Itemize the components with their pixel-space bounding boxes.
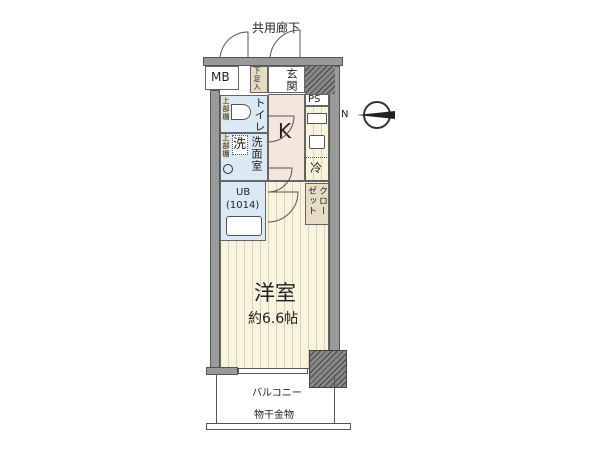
entrance xyxy=(268,66,305,93)
shoe-box xyxy=(250,66,268,93)
toilet-bowl-icon xyxy=(231,104,251,120)
interior-door-swings xyxy=(267,115,299,223)
sink-icon xyxy=(309,135,325,149)
corridor-label: 共用廊下 xyxy=(252,21,301,35)
washer-space xyxy=(232,135,248,155)
balcony-label: バルコニー xyxy=(252,388,302,399)
meter-box xyxy=(205,66,239,90)
bottom-wall xyxy=(206,367,238,375)
window xyxy=(238,368,308,374)
fridge-space xyxy=(305,157,329,181)
closet-label-1: クロー xyxy=(317,186,327,216)
entrance-door-swings xyxy=(219,29,301,61)
left-wall xyxy=(210,90,220,368)
top-wall xyxy=(203,57,343,66)
drain-icon xyxy=(223,164,233,174)
fridge-label: 冷 xyxy=(310,161,323,175)
balcony xyxy=(216,375,335,424)
toilet-label: トイレ xyxy=(253,97,266,133)
ps-label: PS xyxy=(308,94,321,105)
laundry-hanger-label: 物干金物 xyxy=(254,410,294,421)
ub-size-label: (1014) xyxy=(226,200,260,211)
bathtub-icon xyxy=(226,216,262,236)
entrance-label: 玄関 xyxy=(285,68,298,92)
upper-shelf-label: 上部棚 xyxy=(222,97,230,121)
pipe-space xyxy=(305,94,329,106)
western-room-label: 洋室 xyxy=(254,281,296,305)
washer-label: 洗 xyxy=(233,137,247,152)
washroom-label: 洗面室 xyxy=(250,136,263,172)
balcony-rail xyxy=(206,423,351,430)
mb-label: MB xyxy=(211,70,230,84)
upper-shelf-label: 上部棚 xyxy=(222,134,230,158)
kitchen xyxy=(268,94,305,181)
closet-label-2: ゼット xyxy=(306,186,316,216)
room-size-label: 約6.6帖 xyxy=(248,311,299,327)
ub-label: UB xyxy=(236,187,251,198)
north-label: N xyxy=(341,109,349,120)
column xyxy=(309,350,347,388)
shaft xyxy=(305,66,335,94)
shoe-box-label: 下足入 xyxy=(253,67,261,91)
compass-icon xyxy=(357,101,395,129)
closet xyxy=(305,183,329,225)
stove-icon xyxy=(307,113,327,124)
right-wall xyxy=(329,66,340,366)
kitchen-label: K xyxy=(278,119,292,143)
